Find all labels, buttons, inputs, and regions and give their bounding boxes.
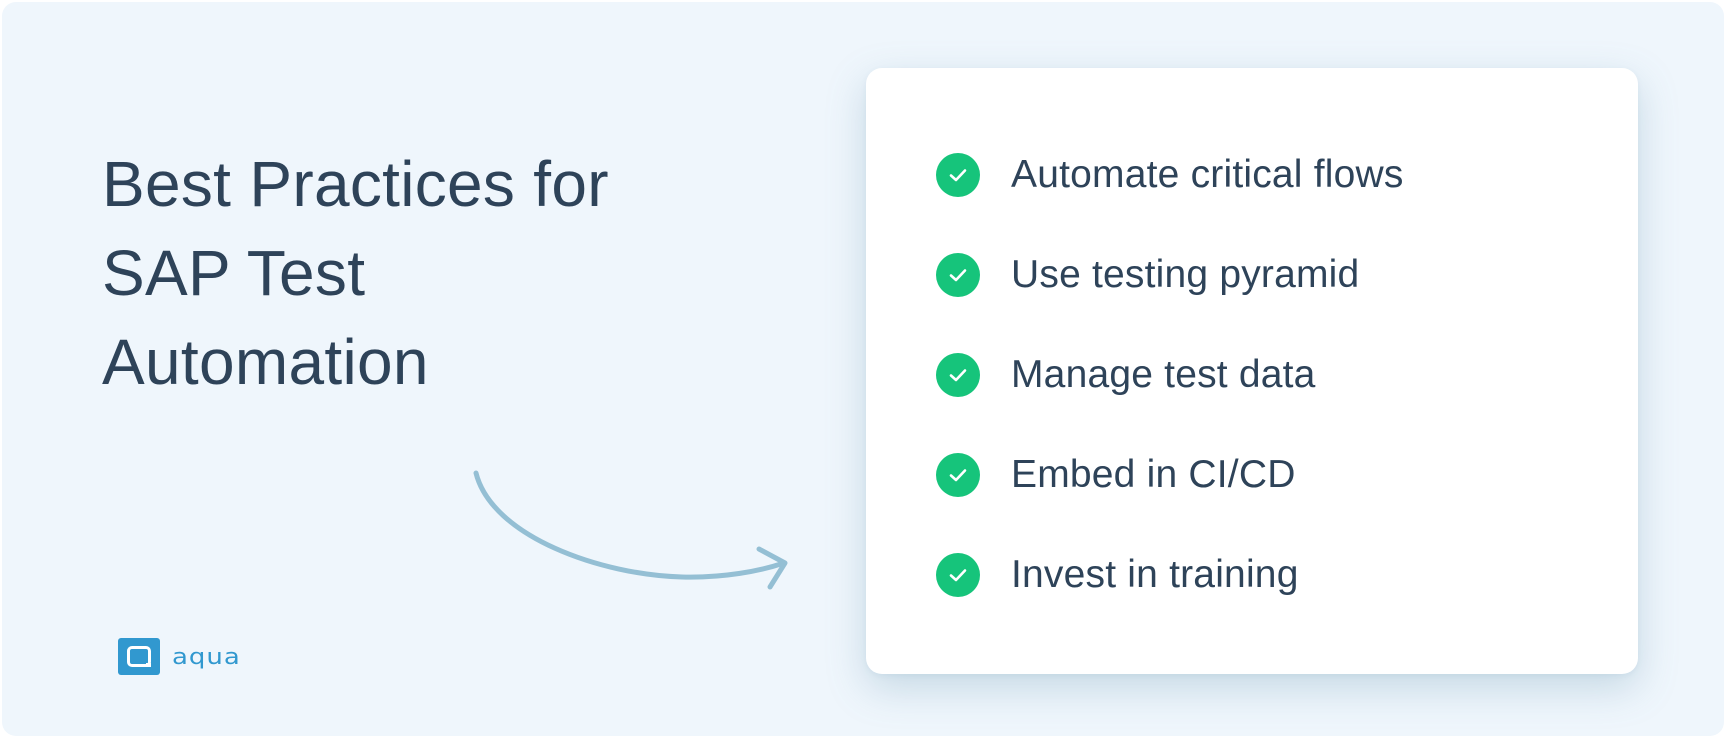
- curved-arrow-icon: [473, 470, 788, 590]
- brand-logo: aqua: [118, 638, 241, 675]
- title-line-2: SAP Test: [102, 237, 366, 309]
- list-item-label: Invest in training: [1011, 553, 1299, 596]
- checklist-card: Automate critical flows Use testing pyra…: [866, 68, 1638, 674]
- list-item: Manage test data: [936, 353, 1404, 397]
- list-item-label: Embed in CI/CD: [1011, 453, 1296, 496]
- check-circle-icon: [936, 153, 980, 197]
- list-item: Invest in training: [936, 553, 1404, 597]
- check-circle-icon: [936, 353, 980, 397]
- list-item-label: Automate critical flows: [1011, 153, 1404, 196]
- check-circle-icon: [936, 553, 980, 597]
- list-item: Use testing pyramid: [936, 253, 1404, 297]
- list-item: Embed in CI/CD: [936, 453, 1404, 497]
- title-line-1: Best Practices for: [102, 148, 609, 220]
- page-title: Best Practices for SAP Test Automation: [102, 140, 742, 407]
- aqua-logo-icon: [118, 638, 160, 675]
- check-circle-icon: [936, 253, 980, 297]
- list-item-label: Manage test data: [1011, 353, 1316, 396]
- title-line-3: Automation: [102, 326, 429, 398]
- list-item-label: Use testing pyramid: [1011, 253, 1360, 296]
- brand-name: aqua: [172, 643, 241, 670]
- check-circle-icon: [936, 453, 980, 497]
- list-item: Automate critical flows: [936, 153, 1404, 197]
- checklist: Automate critical flows Use testing pyra…: [936, 153, 1404, 653]
